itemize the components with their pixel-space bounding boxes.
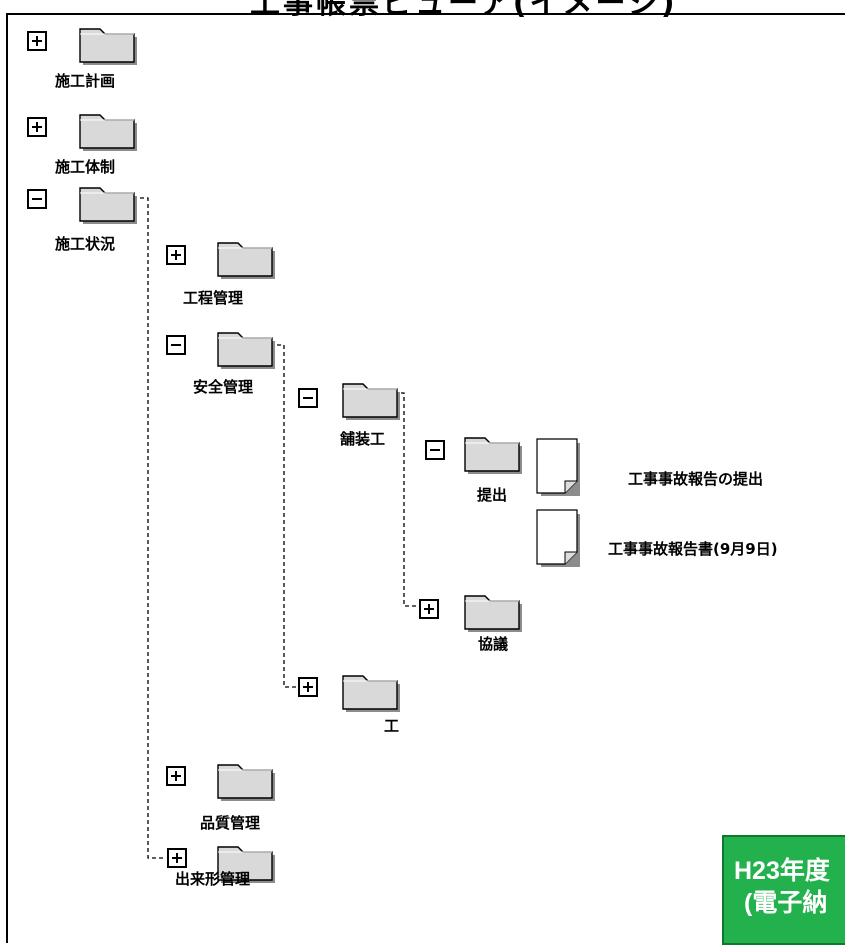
folder-icon[interactable] — [463, 433, 525, 475]
tree-label-safety[interactable]: 安全管理 — [193, 378, 254, 396]
expand-icon-schedule[interactable] — [166, 245, 186, 265]
expand-icon-quality[interactable] — [166, 766, 186, 786]
collapse-icon-paving[interactable] — [298, 388, 318, 408]
document-label-accident-submission[interactable]: 工事事故報告の提出 — [628, 470, 764, 488]
tree-label-plan[interactable]: 施工計画 — [55, 72, 116, 90]
folder-icon[interactable] — [341, 671, 403, 713]
collapse-icon-submission[interactable] — [425, 440, 445, 460]
collapse-icon-safety[interactable] — [166, 335, 186, 355]
folder-icon[interactable] — [78, 183, 140, 225]
tree-label-as-built[interactable]: 出来形管理 — [175, 870, 251, 888]
folder-icon[interactable] — [78, 110, 140, 152]
badge-line-1: H23年度 — [734, 857, 830, 885]
tree-label-consultation[interactable]: 協議 — [478, 635, 509, 653]
expand-icon-organization[interactable] — [27, 117, 47, 137]
folder-icon[interactable] — [216, 328, 278, 370]
expand-icon-plan[interactable] — [27, 31, 47, 51]
badge-line-2: (電子納 — [744, 889, 828, 917]
tree-label-quality[interactable]: 品質管理 — [200, 814, 261, 832]
collapse-icon-status[interactable] — [27, 189, 47, 209]
folder-icon[interactable] — [216, 238, 278, 280]
tree-label-submission[interactable]: 提出 — [477, 486, 508, 504]
folder-icon[interactable] — [78, 24, 140, 66]
tree-label-organization[interactable]: 施工体制 — [55, 158, 116, 176]
expand-icon-as-built[interactable] — [167, 848, 187, 868]
page-title: 工事帳票ビューア(イメージ) — [250, 0, 678, 21]
folder-icon[interactable] — [341, 379, 403, 421]
fiscal-year-badge: H23年度 (電子納 — [722, 835, 845, 945]
tree-label-works[interactable]: 工 — [384, 717, 400, 735]
document-icon[interactable] — [535, 508, 581, 568]
tree-label-schedule[interactable]: 工程管理 — [183, 289, 244, 307]
expand-icon-consultation[interactable] — [419, 599, 439, 619]
viewer-frame — [6, 13, 845, 943]
document-icon[interactable] — [535, 437, 581, 497]
tree-label-status[interactable]: 施工状況 — [55, 235, 116, 253]
document-label-accident-report[interactable]: 工事事故報告書(9月9日) — [608, 540, 778, 558]
folder-icon[interactable] — [463, 591, 525, 633]
folder-icon[interactable] — [216, 760, 278, 802]
expand-icon-works[interactable] — [298, 677, 318, 697]
tree-label-paving[interactable]: 舗装工 — [340, 430, 386, 448]
